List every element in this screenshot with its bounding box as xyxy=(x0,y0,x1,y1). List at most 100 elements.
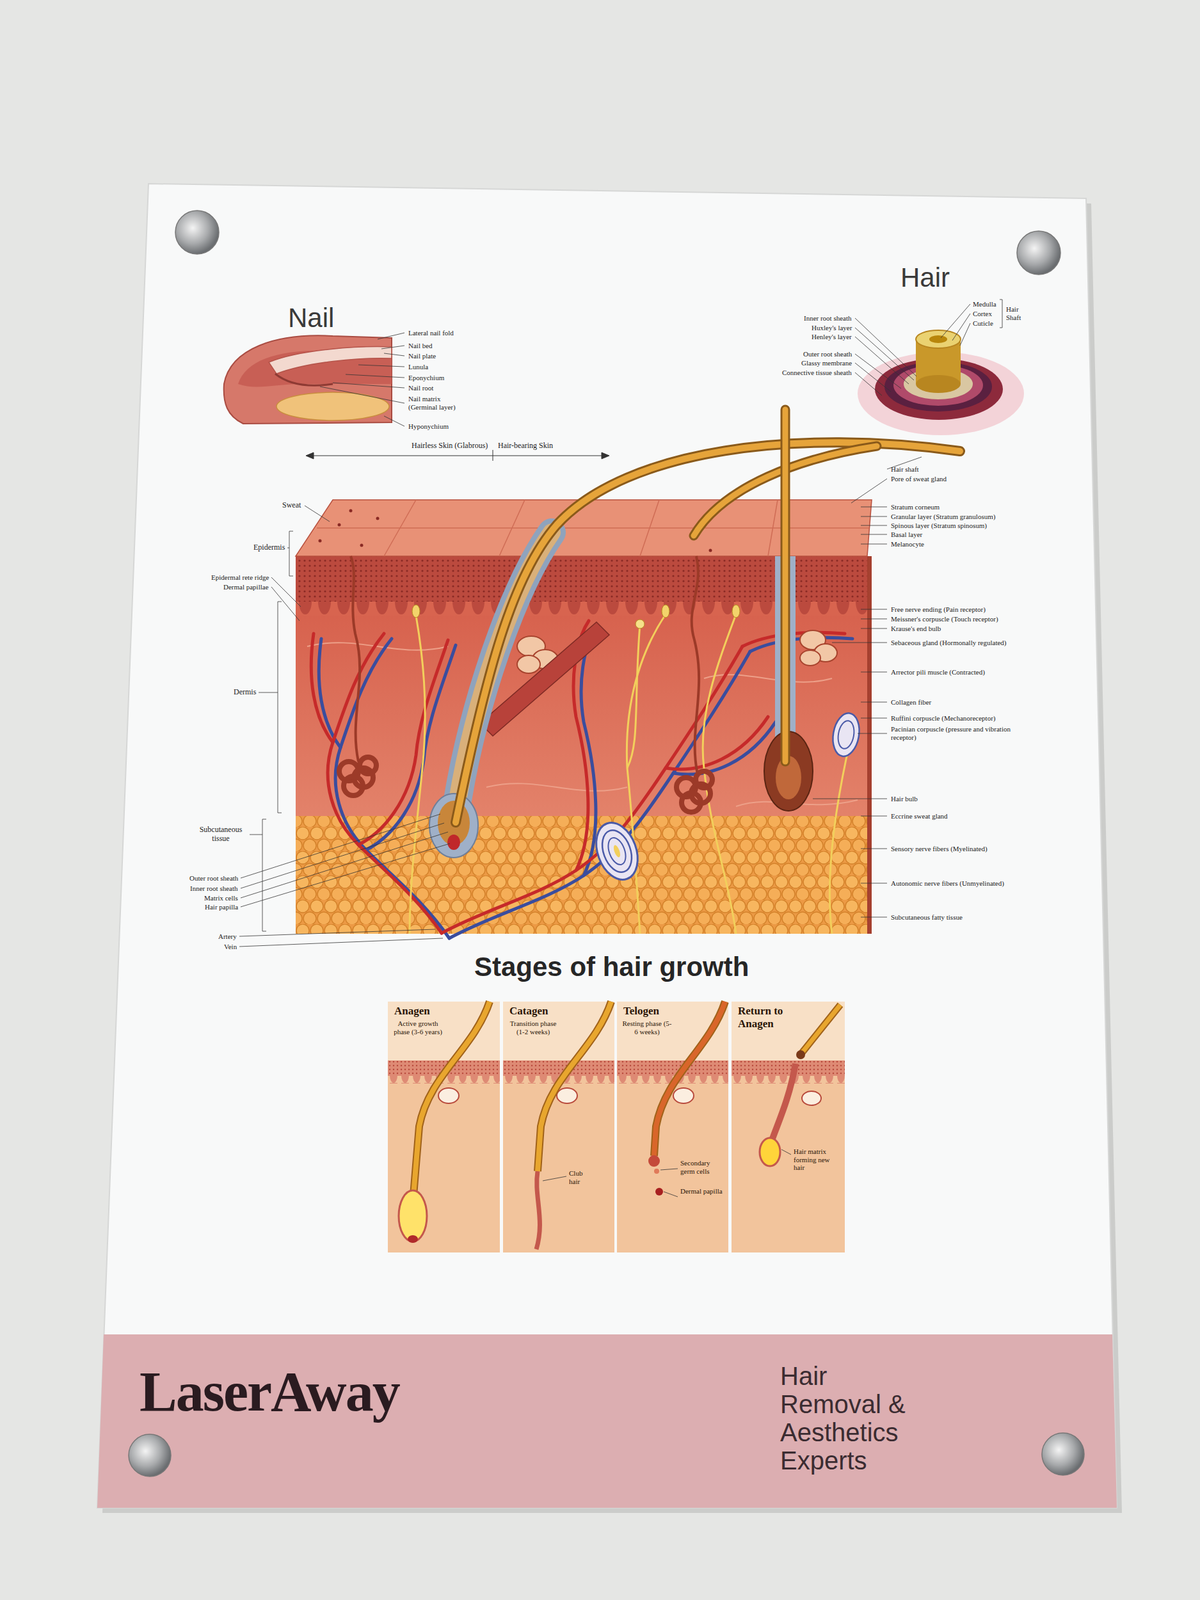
anatomy-label: Subcutaneous fatty tissue xyxy=(890,913,963,922)
anatomy-label: Dermal papillae xyxy=(223,583,269,592)
anatomy-label: Basal layer xyxy=(890,530,923,539)
stage-caption: Resting phase (5-6 weeks) xyxy=(622,1019,672,1036)
hair-cross-section xyxy=(857,330,1024,436)
anatomy-label: Connective tissue sheath xyxy=(782,368,852,377)
anatomy-label: Sensory nerve fibers (Myelinated) xyxy=(890,844,988,854)
sweat-pores xyxy=(318,509,713,553)
anatomy-label: Sweat xyxy=(282,501,301,511)
poster-face xyxy=(97,183,1117,1508)
anatomy-label: Lateral nail fold xyxy=(408,328,454,338)
anatomy-label: Granular layer (Stratum granulosum) xyxy=(890,512,996,521)
anatomy-label: Outer root sheath xyxy=(803,350,852,359)
anatomy-label: Nail matrix (Germinal layer) xyxy=(408,394,468,411)
hair-leaders xyxy=(855,299,1003,396)
anatomy-label: Autonomic nerve fibers (Unmyelinated) xyxy=(890,879,1005,888)
hair-shafts xyxy=(455,409,960,823)
bone xyxy=(276,392,390,421)
anatomy-label: Nail plate xyxy=(408,352,436,361)
stage-caption: Active growth phase (3-6 years) xyxy=(392,1019,443,1036)
catagen-panel xyxy=(503,1001,615,1253)
part-label: Club hair xyxy=(568,1169,595,1186)
anatomy-label: Eccrine sweat gland xyxy=(890,812,948,821)
block-side xyxy=(867,556,872,934)
anatomy-label: Eponychium xyxy=(408,373,445,383)
anatomy-label: Inner root sheath xyxy=(190,884,239,893)
anatomy-label: Stratum corneum xyxy=(890,503,940,512)
hair-shaft-top xyxy=(915,330,961,349)
anatomy-label: Lunula xyxy=(408,362,429,372)
anatomy-label: Meissner's corpuscle (Touch receptor) xyxy=(890,615,999,624)
anatomy-label: Subcutaneous tissue xyxy=(193,825,248,844)
finger-tip xyxy=(224,335,392,424)
medulla xyxy=(929,335,948,344)
anatomy-label: Matrix cells xyxy=(204,894,239,903)
anatomy-label: Glassy membrane xyxy=(801,359,852,368)
stage-panel: AnagenActive growth phase (3-6 years) xyxy=(387,1001,500,1253)
anatomy-label: Hyponychium xyxy=(408,422,449,431)
nail-leaders xyxy=(320,332,405,427)
stage-caption: Transition phase (1-2 weeks) xyxy=(508,1019,559,1036)
nail-plate xyxy=(268,346,392,374)
skin-type-arrow xyxy=(305,449,610,461)
anagen-panel xyxy=(387,1001,500,1253)
anatomy-label: Cuticle xyxy=(972,319,994,328)
nail-matrix xyxy=(275,373,333,386)
footer-band: LaserAwayHair Removal & Aesthetics Exper… xyxy=(97,1334,1117,1508)
anatomy-label: Huxley's layer xyxy=(811,323,852,333)
anatomy-label: Hairless Skin (Glabrous) xyxy=(411,441,488,451)
hair-shaft-base xyxy=(915,375,961,393)
stage-panel: CatagenTransition phase (1-2 weeks) Club … xyxy=(503,1001,615,1253)
figure-heading: Hair xyxy=(900,262,950,294)
mounting-screws xyxy=(128,210,1085,1477)
stage-name: Telogen xyxy=(623,1004,694,1018)
stage-name: Anagen xyxy=(394,1004,465,1018)
poster-board xyxy=(97,183,1122,1513)
footer-band-fill xyxy=(97,1334,1117,1508)
skin-block xyxy=(295,409,960,939)
stage-panels xyxy=(387,1001,845,1253)
anatomy-label: Ruffini corpuscle (Mechanoreceptor) xyxy=(890,714,996,723)
telogen-panel xyxy=(616,1001,729,1253)
anatomy-label: Artery xyxy=(218,932,237,941)
anatomy-label: Pore of sweat gland xyxy=(890,474,947,484)
anatomy-label: Free nerve ending (Pain receptor) xyxy=(890,605,986,614)
stage-panel: TelogenResting phase (5-6 weeks) Secondar… xyxy=(616,1001,729,1253)
anatomy-label: Cortex xyxy=(972,309,992,319)
anatomy-label: Pacinian corpuscle (pressure and vibrati… xyxy=(890,725,1029,742)
anatomy-label: Arrector pili muscle (Contracted) xyxy=(890,668,985,677)
anatomy-label: Medulla xyxy=(972,300,997,309)
figure-heading: Nail xyxy=(288,302,335,334)
anatomy-label: Hair Shaft xyxy=(1006,305,1030,322)
section-title: Stages of hair growth xyxy=(474,951,749,983)
anatomy-label: Sebaceous gland (Hormonally regulated) xyxy=(890,638,1007,648)
anatomy-label: Dermis xyxy=(233,688,256,697)
arteries xyxy=(311,620,845,934)
anatomy-label: Hair shaft xyxy=(890,465,920,474)
block-leaders xyxy=(239,456,922,947)
anatomy-label: Hair-bearing Skin xyxy=(497,441,553,451)
anatomy-label: Nail root xyxy=(408,384,434,393)
follicle-one xyxy=(429,532,552,858)
anatomy-label: Epidermal rete ridge xyxy=(211,573,269,582)
part-label: Dermal papilla xyxy=(680,1187,723,1196)
anatomy-label: Inner root sheath xyxy=(803,314,852,323)
tagline: Hair Removal & Aesthetics Experts xyxy=(780,1361,934,1475)
anatomy-label: Hair papilla xyxy=(204,903,239,912)
part-label: Secondary germ cells xyxy=(680,1159,723,1176)
anatomy-label: Henley's layer xyxy=(811,332,852,342)
stage-panel: Return to AnagenHair matrix forming new … xyxy=(731,1001,845,1253)
anatomy-label: Vein xyxy=(224,942,237,952)
anatomy-label: Melanocyte xyxy=(890,540,925,549)
stage-name: Catagen xyxy=(509,1004,580,1018)
subcutaneous-fat xyxy=(295,816,868,934)
stage-name: Return to Anagen xyxy=(737,1004,802,1030)
anatomy-label: Krause's end bulb xyxy=(890,624,941,633)
anatomy-label: Epidermis xyxy=(253,543,285,553)
part-label: Hair matrix forming new hair xyxy=(793,1147,840,1172)
anatomy-label: Spinous layer (Stratum spinosum) xyxy=(890,521,987,530)
anatomy-label: Outer root sheath xyxy=(189,874,239,883)
anatomy-label: Collagen fiber xyxy=(890,698,932,707)
anatomy-label: Hair bulb xyxy=(890,794,918,804)
